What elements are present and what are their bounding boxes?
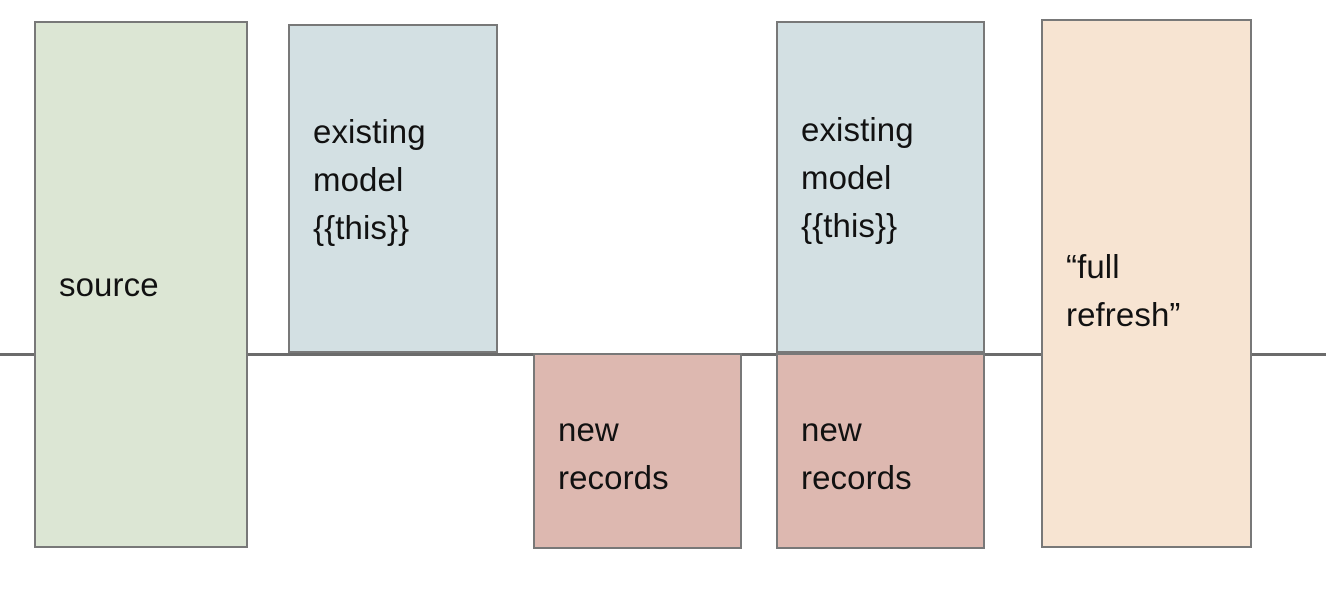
- diagram-box-new-records-1-label: new records: [558, 411, 669, 496]
- diagram-box-existing-model-2[interactable]: existing model {{this}}: [776, 21, 985, 353]
- diagram-box-new-records-1[interactable]: new records: [533, 353, 742, 549]
- diagram-box-new-records-2-label: new records: [801, 411, 912, 496]
- diagram-box-full-refresh[interactable]: “full refresh”: [1041, 19, 1252, 548]
- diagram-box-new-records-2[interactable]: new records: [776, 353, 985, 549]
- diagram-box-source-label: source: [59, 265, 159, 303]
- diagram-box-full-refresh-label: “full refresh”: [1066, 247, 1181, 333]
- diagram-box-existing-model-2-label: existing model {{this}}: [801, 111, 914, 244]
- diagram-box-source[interactable]: source: [34, 21, 248, 548]
- diagram-box-existing-model-1-label: existing model {{this}}: [313, 112, 426, 246]
- diagram-box-existing-model-1[interactable]: existing model {{this}}: [288, 24, 498, 353]
